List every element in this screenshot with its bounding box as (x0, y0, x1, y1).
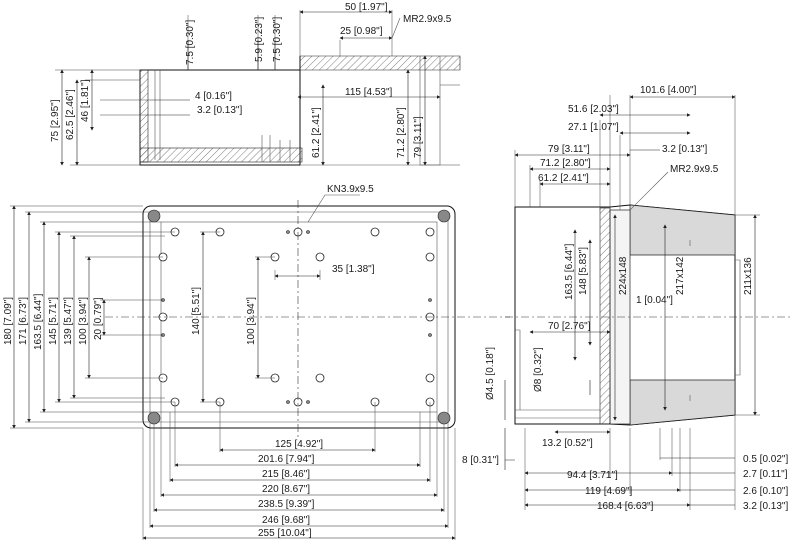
base-hatch (139, 147, 303, 163)
dim-125: 125 [4.92"] (275, 439, 323, 450)
side-dim-13-2: 13.2 [0.52"] (542, 438, 593, 449)
dim-79: 79 [3.11"] (413, 116, 424, 158)
dim-201-6: 201.6 [7.94"] (258, 454, 315, 465)
dim-62-5: 62.5 [2.46"] (65, 89, 76, 140)
kn-label: KN3.9x9.5 (327, 184, 374, 195)
dim-140: 140 [5.51"] (191, 287, 202, 335)
dim-163-5: 163.5 [6.44"] (33, 293, 44, 350)
side-dim-79: 79 [3.11"] (548, 144, 590, 155)
front-view: KN3.9x9.5 35 [1.38"] 180 [7.09"] 171 [6.… (3, 184, 515, 540)
side-view: 101.6 [4.00"] 51.6 [2.03"] 27.1 [1.07"] … (485, 85, 790, 512)
side-dim-8: Ø8 [0.32"] (533, 347, 544, 392)
side-dim-3-2: 3.2 [0.13"] (662, 144, 707, 155)
side-dim-4-5: Ø4.5 [0.18"] (485, 347, 496, 400)
dim-8: 8 [0.31"] (462, 455, 499, 466)
dim-100b: 100 [3.94"] (246, 297, 257, 345)
side-dim-1: 1 [0.04"] (636, 295, 673, 306)
dim-246: 246 [9.68"] (262, 515, 310, 526)
side-dim-51-6: 51.6 [2.03"] (568, 104, 619, 115)
side-dim-168-4: 168.4 [6.63"] (597, 501, 654, 512)
side-dim-224x148: 224x148 (618, 256, 629, 295)
top-section-view: 50 [1.97"] 25 [0.98"] MR2.9x9.5 115 [4.5… (50, 2, 461, 166)
dim-5-9: 5.9 [0.23"] (254, 17, 265, 62)
dim-215: 215 [8.46"] (262, 469, 310, 480)
side-dim-71-2: 71.2 [2.80"] (540, 158, 591, 169)
dim-71-2: 71.2 [2.80"] (396, 107, 407, 158)
mr-side-label: MR2.9x9.5 (670, 164, 719, 175)
dim-46: 46 [1.81"] (80, 79, 91, 122)
dim-171: 171 [6.73"] (18, 297, 29, 345)
side-dim-27-1: 27.1 [1.07"] (568, 122, 619, 133)
dim-7-5b: 7.5 [0.30"] (272, 17, 283, 62)
side-dim-2-7: 2.7 [0.11"] (743, 469, 788, 480)
dim-7-5a: 7.5 [0.30"] (185, 20, 196, 65)
side-dim-211x136: 211x136 (743, 257, 754, 295)
dim-50: 50 [1.97"] (345, 2, 388, 13)
dim-35: 35 [1.38"] (332, 264, 375, 275)
dim-220: 220 [8.67"] (262, 484, 310, 495)
dim-25: 25 [0.98"] (340, 26, 383, 37)
side-dim-119: 119 [4.69"] (585, 486, 633, 497)
dim-4: 4 [0.16"] (195, 91, 232, 102)
side-dim-163-5: 163.5 [6.44"] (564, 243, 575, 300)
side-dim-70: 70 [2.76"] (548, 321, 591, 332)
side-dim-61-2: 61.2 [2.41"] (538, 173, 589, 184)
dim-145: 145 [5.71"] (48, 297, 59, 345)
side-dim-0-5: 0.5 [0.02"] (743, 454, 788, 465)
dim-100: 100 [3.94"] (78, 297, 89, 345)
dim-61-2: 61.2 [2.41"] (311, 107, 322, 158)
dim-238-5: 238.5 [9.39"] (258, 499, 315, 510)
dim-115: 115 [4.53"] (345, 87, 393, 98)
dim-20: 20 [0.79"] (93, 297, 104, 340)
dim-3-2: 3.2 [0.13"] (197, 105, 242, 116)
side-dim-217x142: 217x142 (675, 256, 686, 295)
mr-top-label: MR2.9x9.5 (403, 14, 452, 25)
dim-75: 75 [2.95"] (50, 99, 61, 142)
dim-139: 139 [5.47"] (63, 297, 74, 345)
dim-180: 180 [7.09"] (3, 297, 14, 345)
side-dim-94-4: 94.4 [3.71"] (567, 470, 618, 481)
wall-hatch (139, 69, 149, 163)
lid-hatch (299, 55, 461, 71)
side-dim-148: 148 [5.83"] (578, 247, 589, 295)
side-dim-3-2b: 3.2 [0.13"] (743, 501, 788, 512)
dim-255: 255 [10.04"] (258, 528, 312, 539)
side-dim-101-6: 101.6 [4.00"] (640, 85, 697, 96)
corner-screw (437, 209, 451, 223)
side-dim-2-6: 2.6 [0.10"] (743, 486, 788, 497)
